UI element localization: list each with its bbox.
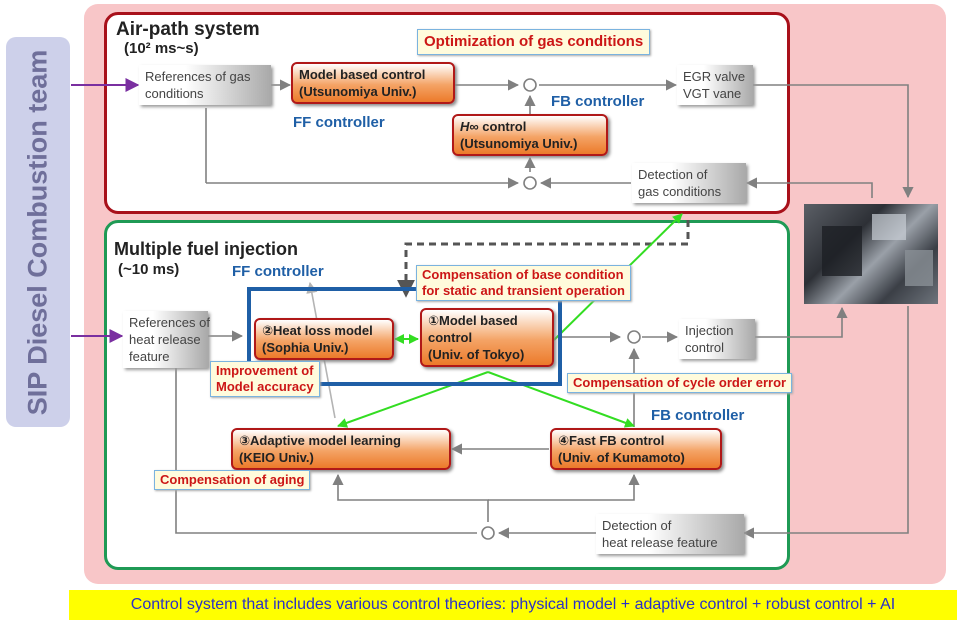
ff-controller-frame bbox=[247, 287, 562, 386]
hinf-symbol: H∞ bbox=[460, 119, 479, 134]
aging-note: Compensation of aging bbox=[154, 470, 311, 490]
fuel-fb-controller-label: FB controller bbox=[651, 407, 745, 424]
footer-banner: Control system that includes various con… bbox=[69, 590, 957, 620]
air-model-based-control-box: Model based control(Utsunomiya Univ.) bbox=[291, 62, 455, 104]
air-fb-controller-label: FB controller bbox=[551, 93, 645, 110]
engine-photo-detail bbox=[872, 214, 906, 240]
heat-loss-model-box: ②Heat loss model(Sophia Univ.) bbox=[254, 318, 394, 360]
engine-photo-detail bbox=[905, 250, 933, 286]
air-ff-controller-label: FF controller bbox=[293, 114, 385, 131]
optimization-note: Optimization of gas conditions bbox=[417, 29, 651, 55]
fast-fb-control-box: ④Fast FB control(Univ. of Kumamoto) bbox=[550, 428, 722, 470]
adaptive-model-learning-box: ③Adaptive model learning(KEIO Univ.) bbox=[231, 428, 451, 470]
cycle-order-error-note: Compensation of cycle order error bbox=[567, 373, 793, 393]
air-path-timescale: (10² ms~s) bbox=[124, 40, 199, 57]
hinf-control-box: H∞ control (Utsunomiya Univ.) bbox=[452, 114, 608, 156]
engine-photo-detail bbox=[822, 226, 862, 276]
air-path-title: Air-path system bbox=[116, 19, 260, 40]
fuel-ff-controller-label: FF controller bbox=[232, 263, 324, 280]
fuel-injection-title: Multiple fuel injection bbox=[114, 239, 298, 259]
team-label-panel: SIP Diesel Combustion team bbox=[6, 37, 70, 427]
fuel-injection-timescale: (~10 ms) bbox=[118, 261, 180, 278]
